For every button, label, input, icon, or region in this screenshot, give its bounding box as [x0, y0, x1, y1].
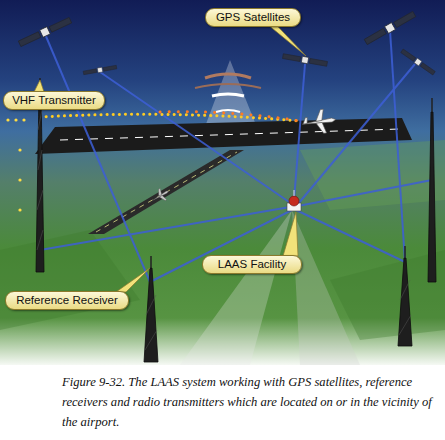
aircraft-part — [149, 185, 172, 206]
gps-signal-lines-part — [40, 207, 290, 250]
reference-receiver-towers-part — [431, 98, 433, 112]
callout-pointers — [34, 10, 306, 292]
satellites-part-part — [97, 67, 103, 73]
reference-receiver-towers-part — [36, 92, 44, 272]
callout-label: LAAS Facility — [202, 255, 302, 274]
satellites-part-part — [83, 69, 97, 75]
runway-lights-part — [14, 118, 17, 121]
callout-label: VHF Transmitter — [3, 91, 105, 110]
runway-lights-part — [18, 208, 21, 211]
gps-signal-lines-part — [298, 180, 432, 206]
gps-signal-lines-part — [390, 30, 405, 262]
reference-receiver-towers-part — [37, 110, 411, 350]
callout-text: VHF Transmitter — [12, 94, 96, 107]
gps-signal-lines-part — [45, 34, 150, 282]
radio-wave-arcs — [195, 74, 261, 112]
reference-receiver-towers-part — [428, 112, 436, 282]
satellites-part — [400, 48, 435, 75]
reference-receiver-towers-part-part — [400, 280, 410, 300]
satellites-part-part — [309, 58, 327, 66]
satellites-part — [18, 17, 72, 48]
light-beams — [180, 60, 360, 365]
laas-facility-building-part — [289, 196, 299, 206]
satellites-part — [364, 11, 416, 46]
reference-receiver-towers-part — [144, 268, 158, 362]
runway-lights-part — [6, 118, 9, 121]
gps-signal-lines — [40, 30, 432, 282]
satellites-part-part — [301, 56, 308, 63]
callout-pointers-part — [283, 212, 298, 256]
aircraft — [149, 108, 337, 207]
vhf-datalink-path — [40, 112, 300, 250]
satellites-part-part — [414, 58, 422, 66]
callout-text: Reference Receiver — [16, 294, 118, 307]
figure-caption: Figure 9-32. The LAAS system working wit… — [62, 372, 438, 432]
gps-signal-lines-part — [296, 210, 405, 262]
reference-receiver-towers-part — [150, 256, 152, 268]
satellites-part-part — [40, 27, 51, 38]
laas-facility-building-part — [294, 190, 295, 196]
callout-text: LAAS Facility — [218, 258, 286, 271]
reference-receiver-towers-part — [398, 258, 412, 346]
callout-pointers-part — [116, 268, 150, 292]
aircraft-part-part — [156, 188, 163, 196]
reference-receiver-towers-part-part — [38, 110, 42, 130]
laas-facility-building — [287, 190, 301, 211]
reference-receiver-towers-part-part — [145, 330, 157, 350]
callout-label: GPS Satellites — [205, 8, 301, 27]
light-beams-part — [292, 210, 360, 365]
reference-receiver-towers-part-part — [37, 230, 43, 250]
aircraft-part-part — [302, 117, 308, 124]
satellites — [18, 11, 436, 76]
reference-receiver-towers — [36, 78, 436, 362]
runway-lights — [6, 118, 25, 211]
radio-wave-arcs-part — [195, 84, 261, 88]
satellites-part-part — [49, 17, 71, 32]
satellites-part-part — [420, 63, 435, 75]
satellites-part-part — [364, 28, 386, 44]
satellites-part-part — [385, 23, 396, 34]
runway-lights-part — [18, 148, 21, 151]
sky-ground-background — [0, 0, 445, 365]
vhf-datalink-path-part — [160, 112, 300, 121]
radio-wave-arcs-part — [216, 110, 240, 112]
radio-wave-arcs-part — [205, 74, 251, 78]
satellites-part-part — [394, 11, 416, 27]
aircraft-part-part — [314, 109, 324, 121]
light-beams-part — [180, 210, 292, 365]
reference-receiver-towers-part-part — [399, 315, 411, 335]
reference-receiver-towers-part — [404, 246, 406, 258]
satellites-part-part — [401, 49, 416, 61]
callout-label: Reference Receiver — [5, 291, 129, 310]
callout-text: GPS Satellites — [216, 11, 290, 24]
runway-lights-part — [18, 178, 21, 181]
satellites-part-part — [18, 32, 40, 47]
aircraft-part — [300, 108, 337, 136]
gps-signal-lines-part — [100, 72, 292, 204]
reference-receiver-towers-part-part — [37, 190, 43, 210]
satellites-part — [83, 65, 117, 76]
reference-receiver-towers-part-part — [146, 295, 156, 315]
reference-receiver-towers-part-part — [38, 150, 42, 170]
gps-signal-lines-part — [294, 64, 305, 200]
runway-part — [60, 129, 400, 140]
aircraft-part-part — [159, 195, 166, 203]
radio-wave-arcs-part — [212, 94, 244, 96]
satellites-part-part — [283, 54, 301, 62]
field-patches-part — [330, 250, 445, 340]
satellites-part-part — [103, 65, 117, 71]
aircraft-part-part — [316, 122, 326, 134]
runway-lights-part — [22, 118, 25, 121]
